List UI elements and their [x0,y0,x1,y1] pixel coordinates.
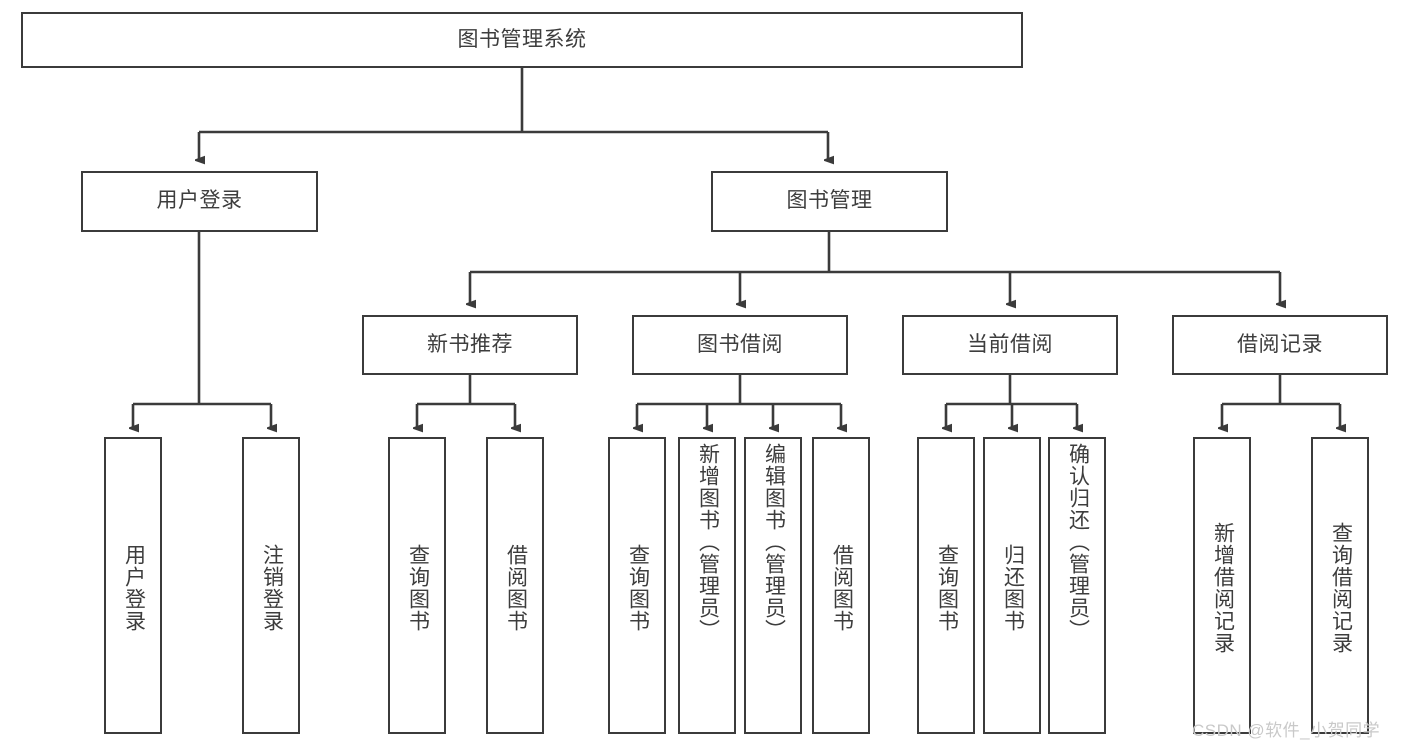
node-label: 查询图书 [406,543,430,632]
node-label: 归还图书 [1001,543,1025,632]
leaf-book-borrow-borrow-book[interactable]: 借阅图书 [812,437,870,734]
node-label: 编辑图书（管理员） [762,443,786,641]
leaf-borrow-record-query-record[interactable]: 查询借阅记录 [1311,437,1369,734]
leaf-current-borrow-query-book[interactable]: 查询图书 [917,437,975,734]
leaf-new-book-borrow-book[interactable]: 借阅图书 [486,437,544,734]
node-root-system[interactable]: 图书管理系统 [21,12,1023,68]
node-label: 查询借阅记录 [1329,521,1353,654]
node-label: 借阅图书 [830,543,854,632]
node-label: 查询图书 [935,543,959,632]
leaf-user-login-logout[interactable]: 注销登录 [242,437,300,734]
node-new-book-recommend[interactable]: 新书推荐 [362,315,578,375]
leaf-current-borrow-confirm-return[interactable]: 确认归还（管理员） [1048,437,1106,734]
node-book-management[interactable]: 图书管理 [711,171,948,232]
node-label: 确认归还（管理员） [1066,443,1090,641]
node-label: 新增借阅记录 [1211,521,1235,654]
watermark-text: CSDN @软件_小贺同学 [1192,721,1381,740]
node-current-borrow[interactable]: 当前借阅 [902,315,1118,375]
leaf-borrow-record-add-record[interactable]: 新增借阅记录 [1193,437,1251,734]
leaf-new-book-query-book[interactable]: 查询图书 [388,437,446,734]
node-book-borrow[interactable]: 图书借阅 [632,315,848,375]
leaf-user-login-login[interactable]: 用户登录 [104,437,162,734]
node-label: 注销登录 [260,543,284,632]
leaf-book-borrow-edit-book[interactable]: 编辑图书（管理员） [744,437,802,734]
node-label: 用户登录 [156,189,243,213]
leaf-book-borrow-query-book[interactable]: 查询图书 [608,437,666,734]
leaf-current-borrow-return-book[interactable]: 归还图书 [983,437,1041,734]
node-label: 用户登录 [122,543,146,632]
node-label: 查询图书 [626,543,650,632]
leaf-book-borrow-add-book[interactable]: 新增图书（管理员） [678,437,736,734]
node-label: 图书管理 [786,189,873,213]
node-label: 借阅记录 [1237,332,1323,356]
node-label: 当前借阅 [967,332,1053,356]
node-borrow-record[interactable]: 借阅记录 [1172,315,1388,375]
node-label: 借阅图书 [504,543,528,632]
node-user-login[interactable]: 用户登录 [81,171,318,232]
node-label: 图书管理系统 [457,27,587,51]
node-label: 图书借阅 [697,332,783,356]
node-label: 新增图书（管理员） [696,443,720,641]
node-label: 新书推荐 [427,332,513,356]
